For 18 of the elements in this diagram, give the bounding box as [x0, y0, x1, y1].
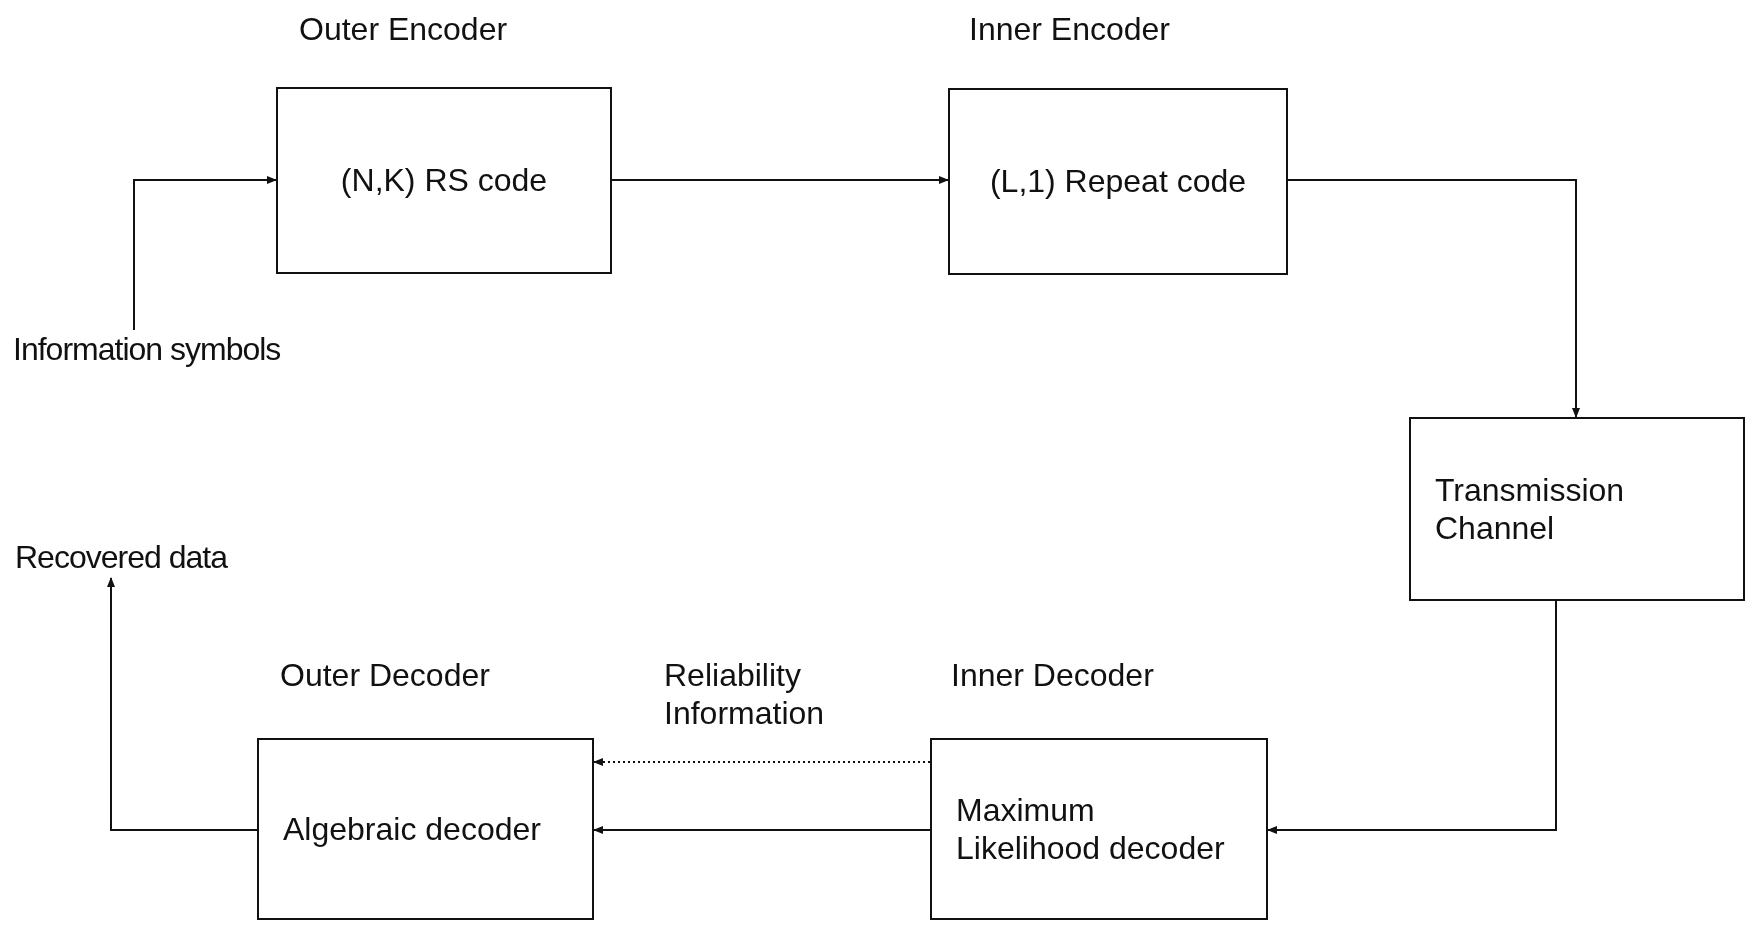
dotted-arrow [593, 758, 931, 766]
box-text: Transmission Channel [1435, 470, 1626, 548]
block-heading: Outer Encoder [299, 10, 508, 49]
block-heading: Outer Decoder [280, 656, 490, 695]
box-text: Algebraic decoder [283, 809, 541, 849]
arrow [107, 577, 258, 831]
box-text: Maximum Likelihood decoder [956, 790, 1226, 868]
arrow [133, 176, 277, 331]
text-label: Information symbols [13, 331, 281, 367]
arrow [1267, 600, 1557, 834]
block-heading: Inner Encoder [969, 10, 1170, 49]
block-heading: Inner Decoder [951, 656, 1154, 695]
arrow [611, 176, 949, 184]
arrow [1287, 179, 1580, 418]
box-text: (N,K) RS code [340, 161, 548, 200]
arrow [593, 826, 931, 834]
box-text: (L,1) Repeat code [989, 162, 1247, 201]
text-label: Recovered data [15, 539, 227, 575]
